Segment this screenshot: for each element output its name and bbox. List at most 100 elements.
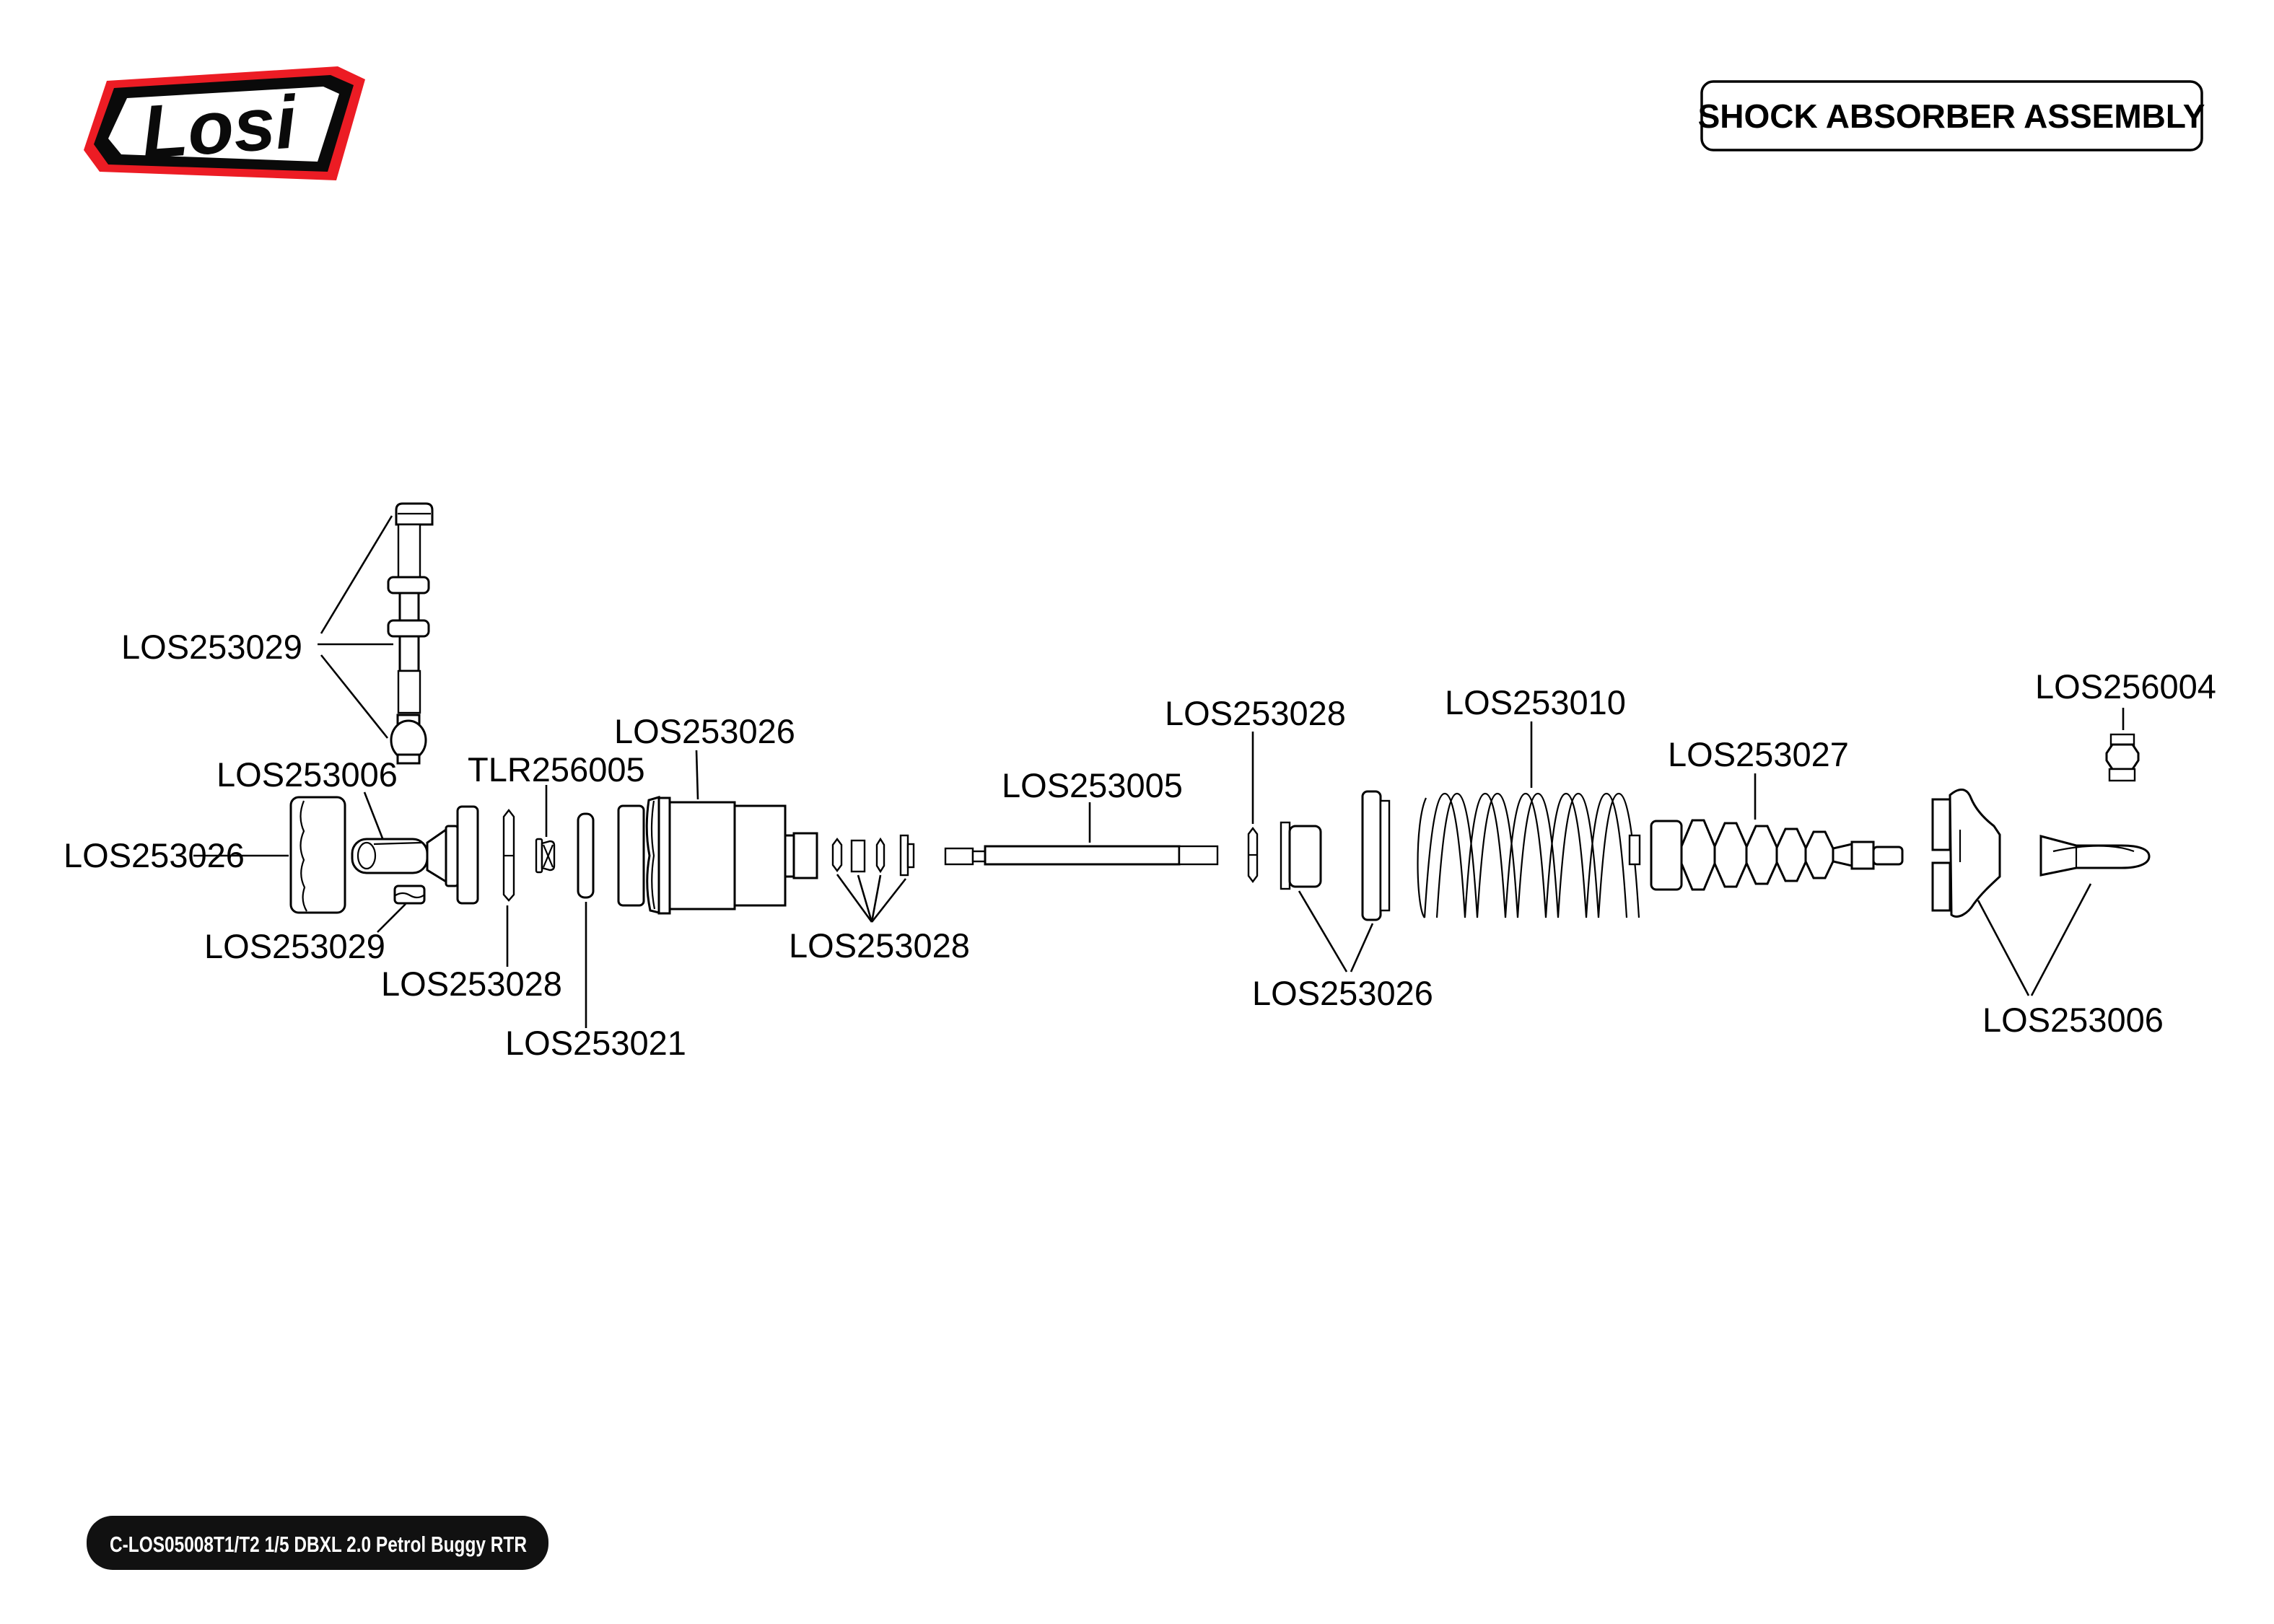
leader-piston-4 [870,878,907,923]
boot-bellow-3 [1745,825,1778,885]
part-label-ball-stud: LOS253029 [121,628,302,666]
leader-piston-2 [857,874,873,923]
leader-rod-end-left [363,791,384,839]
ball-nut-hex [2105,743,2140,771]
part-label-shock-shaft: LOS253005 [1002,766,1183,804]
part-label-washer-left: LOS253028 [381,965,562,1003]
body-stub-thread [792,832,818,879]
shaft-right-thread [1178,845,1219,866]
leader-locknut [377,903,406,933]
leader-lines [193,515,2125,1028]
rod-end-left-part [351,805,479,905]
adjuster-plate [1379,799,1391,912]
locknut-left-part [393,885,426,905]
spring-coil-back [1435,792,1640,918]
part-label-spring-collars: LOS253026 [1252,974,1433,1012]
page-title: SHOCK ABSORBER ASSEMBLY [1698,97,2205,135]
losi-logo: Losi [84,66,365,180]
part-label-bump-cap: LOS253026 [64,836,245,874]
body-lip [657,796,671,915]
piston-oring-2 [875,837,885,874]
stud-mid-shaft [398,592,420,622]
piston-washer [899,834,909,877]
spring-cup-plate [1280,821,1291,890]
stud-lower-shaft [398,635,420,672]
stud-upper-thread [397,523,421,579]
shaft-neck [971,850,987,863]
leader-shock-body [695,750,699,800]
mount-clamp-lower [1931,861,1951,912]
shaft-rod [984,845,1181,866]
spring-end-seat [1628,834,1641,866]
ball-stud-part [387,502,434,765]
bladder-part [577,812,595,899]
bladder-body [577,812,595,899]
title-box: SHOCK ABSORBER ASSEMBLY [1698,80,2205,152]
spring-cup-part [1280,821,1322,890]
bump-cap-body [289,796,346,914]
part-label-locknut: LOS253029 [204,927,385,965]
body-wave-washer [645,796,660,914]
part-label-shock-boot: LOS253027 [1668,735,1849,773]
mount-body [1949,789,2001,918]
boot-bellow-4 [1775,828,1807,882]
leader-mount [1977,900,2030,996]
stud-collar-2 [387,619,430,638]
footer-model-label: C-LOS05008T1/T2 1/5 DBXL 2.0 Petrol Bugg… [110,1532,527,1557]
washer-right-part [1247,827,1259,883]
part-label-rod-end-left: LOS253006 [217,755,398,794]
piston-washer-tab [906,843,915,869]
part-labels: LOS253029 LOS253006 LOS253026 LOS253029 … [64,628,2216,1062]
rod-end-inner-top [2052,845,2135,853]
rod-end-body [2039,835,2151,877]
leader-ballstud-bottom [320,654,389,739]
spring-end-curl [1417,797,1427,918]
flanged-nut-part [535,838,556,874]
stud-ball-base [396,753,421,765]
boot-bellow-5 [1804,830,1834,879]
washer-left-part [502,809,515,902]
body-threads [668,801,736,910]
part-label-bladder: LOS253021 [505,1024,686,1062]
part-label-ball-nut: LOS256004 [2035,667,2216,706]
shaft-left-thread [944,847,974,866]
piston-set-part [831,834,915,877]
ball-nut-part [2105,733,2140,782]
bump-cap-mold-line [299,800,307,912]
shock-boot-part [1650,819,1904,891]
stud-collar-1 [387,576,430,594]
leader-piston-3 [870,874,882,923]
shock-body-part [617,796,818,915]
leader-ballstud-top [320,515,393,634]
adjuster-ring [1361,790,1382,921]
boot-bellow-2 [1713,822,1748,888]
boot-base [1650,820,1683,891]
boot-tip-end [1872,846,1904,866]
spring-part [1417,792,1641,918]
shock-mount-part [1931,789,2001,918]
eyelet-flange-2 [456,805,479,905]
eyelet-opening [357,841,377,870]
leader-piston-1 [836,874,873,923]
part-label-shock-body: LOS253026 [614,712,795,750]
ball-nut-base [2108,768,2136,782]
leader-collar-1 [1298,890,1348,973]
body-wave-line [650,800,656,910]
body-chamber [733,804,787,907]
spring-coil-front [1423,792,1628,918]
stud-lower-thread [397,670,421,714]
part-label-flanged-nut: TLR256005 [468,750,645,789]
part-label-washer-right: LOS253028 [1165,694,1346,732]
eyelet-top-line [373,841,422,846]
eyelet-flange-1 [445,825,459,887]
bump-cap-part [289,796,346,914]
leader-collar-2 [1350,923,1374,973]
body-cap-nut [617,804,645,907]
locknut-facet [395,892,424,899]
boot-tip [1850,840,1875,870]
boot-bellow-1 [1680,819,1716,891]
leader-rod-end-right [2030,883,2092,996]
footer-badge: C-LOS05008T1/T2 1/5 DBXL 2.0 Petrol Bugg… [87,1516,548,1570]
